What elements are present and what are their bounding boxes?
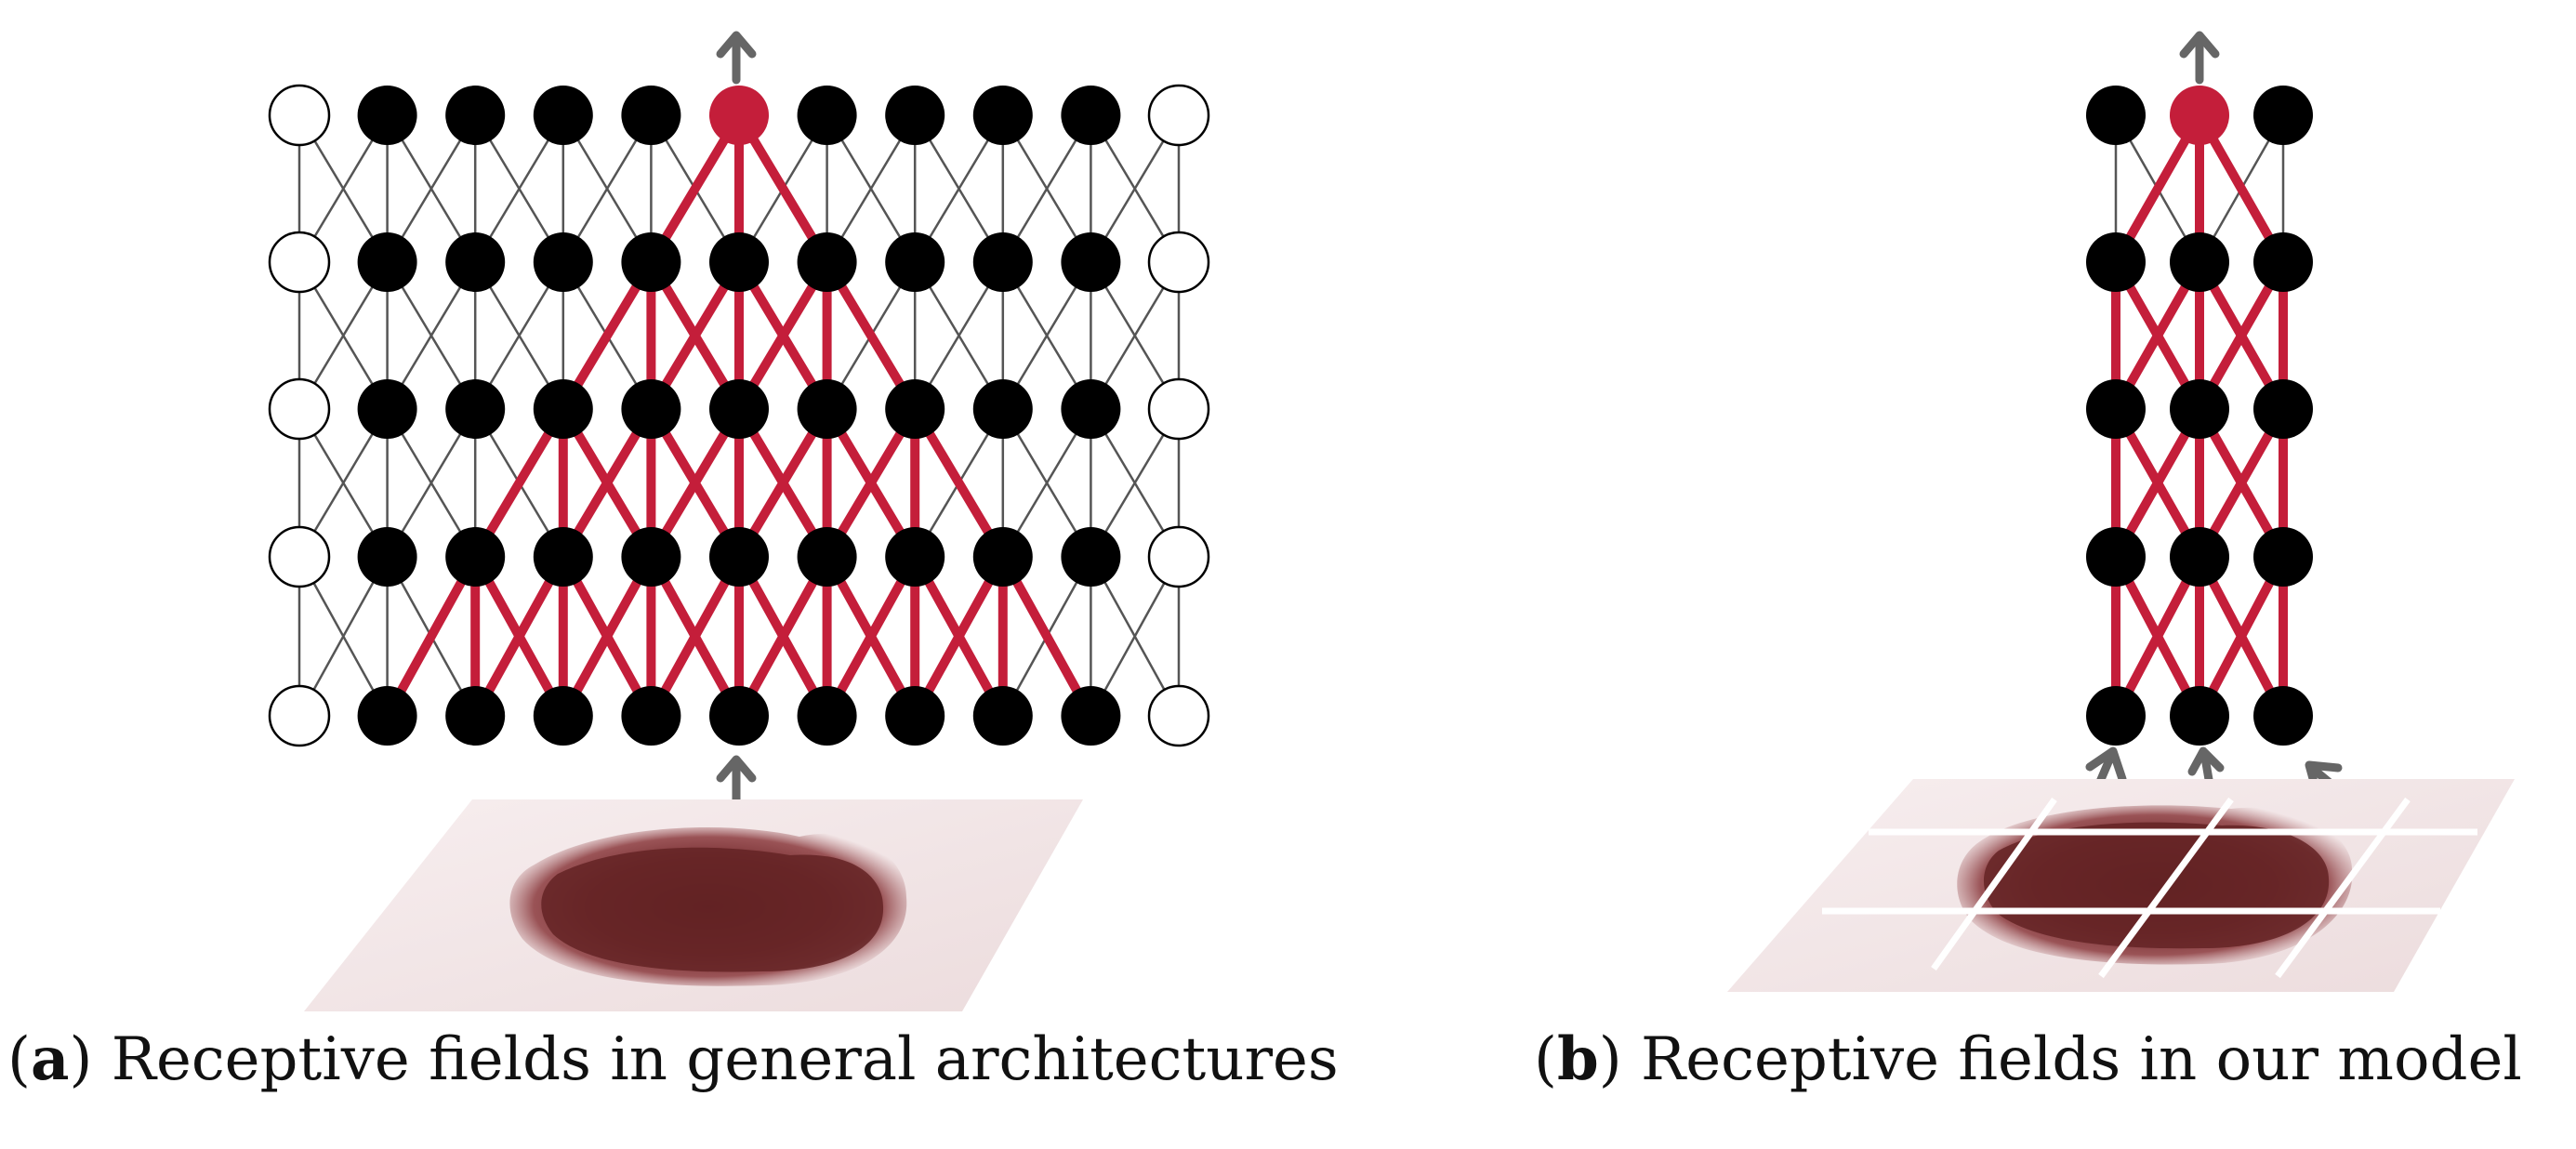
neuron-node [2086,86,2146,145]
output-node [2170,86,2229,145]
neuron-node [2170,686,2229,746]
neuron-node [533,379,593,439]
neuron-node [1061,527,1121,587]
neuron-node [533,86,593,145]
patch-grid-lines [1822,797,2477,979]
neuron-node [709,232,769,292]
neuron-node [357,527,417,587]
neuron-node [797,379,857,439]
caption-a-text: Receptive fields in general architecture… [111,1025,1339,1094]
panel-b-skin-image [1727,779,2515,992]
caption-b-text: Receptive fields in our model [1641,1025,2522,1094]
neuron-node [885,379,945,439]
neuron-node [445,527,506,587]
neuron-node [972,686,1033,746]
receptive-edge [470,552,568,720]
neuron-node [445,86,506,145]
neuron-node [533,527,593,587]
neuron-node [2086,686,2146,746]
neuron-node [2086,379,2146,439]
padding-node [1147,377,1210,441]
neuron-node [2170,232,2229,292]
panel-a-nodes [268,84,1210,747]
panel-b-nodes [2086,86,2313,746]
neuron-node [2253,232,2313,292]
padding-node [1147,684,1210,747]
figure-diagram [268,31,2515,1011]
panel-b [1727,31,2515,992]
caption-b-tag: b [1556,1024,1599,1094]
neuron-node [885,86,945,145]
receptive-edge [2111,552,2204,720]
padding-node [268,84,331,147]
neuron-node [797,527,857,587]
padding-node [268,377,331,441]
neuron-node [357,86,417,145]
padding-node [268,231,331,294]
receptive-edge [2195,552,2288,720]
neuron-node [709,379,769,439]
neuron-node [885,686,945,746]
neuron-node [709,527,769,587]
neuron-node [2253,379,2313,439]
neuron-node [709,686,769,746]
receptive-edge [910,552,1008,720]
neuron-node [972,86,1033,145]
neuron-node [621,379,681,439]
neuron-node [2253,686,2313,746]
neuron-node [2170,379,2229,439]
receptive-edge [822,552,920,720]
neuron-node [621,86,681,145]
output-node [709,86,769,145]
neuron-node [533,232,593,292]
neuron-node [1061,86,1121,145]
neuron-node [797,686,857,746]
neuron-node [445,379,506,439]
neuron-node [972,527,1033,587]
padding-node [1147,525,1210,588]
receptive-edge [997,552,1096,720]
receptive-edge [558,552,656,720]
neuron-node [357,686,417,746]
caption-b: (b) Receptive fields in our model [1534,1024,2522,1094]
neuron-node [621,686,681,746]
neuron-node [797,86,857,145]
neuron-node [1061,686,1121,746]
neuron-node [2253,527,2313,587]
neuron-node [885,527,945,587]
caption-a-tag: a [30,1024,70,1094]
neuron-node [445,686,506,746]
neuron-node [1061,379,1121,439]
neuron-node [2253,86,2313,145]
receptive-edge [734,552,832,720]
neuron-node [533,686,593,746]
neuron-node [621,232,681,292]
panel-b-output-arrow-icon [2179,31,2220,85]
neuron-node [445,232,506,292]
neuron-node [621,527,681,587]
panel-a-skin-image [304,799,1083,1011]
panel-a [268,31,1210,1011]
neuron-node [357,232,417,292]
padding-node [268,525,331,588]
padding-node [1147,231,1210,294]
panel-a-input-arrow-icon [716,755,757,809]
neuron-node [2170,527,2229,587]
receptive-edge [382,552,481,720]
receptive-edge [646,552,744,720]
neuron-node [2086,527,2146,587]
neuron-node [1061,232,1121,292]
caption-a: (a) Receptive fields in general architec… [7,1024,1339,1094]
neuron-node [797,232,857,292]
neuron-node [2086,232,2146,292]
neuron-node [885,232,945,292]
neuron-node [972,379,1033,439]
panel-a-output-arrow-icon [716,31,757,85]
neuron-node [972,232,1033,292]
padding-node [1147,84,1210,147]
neuron-node [357,379,417,439]
padding-node [268,684,331,747]
